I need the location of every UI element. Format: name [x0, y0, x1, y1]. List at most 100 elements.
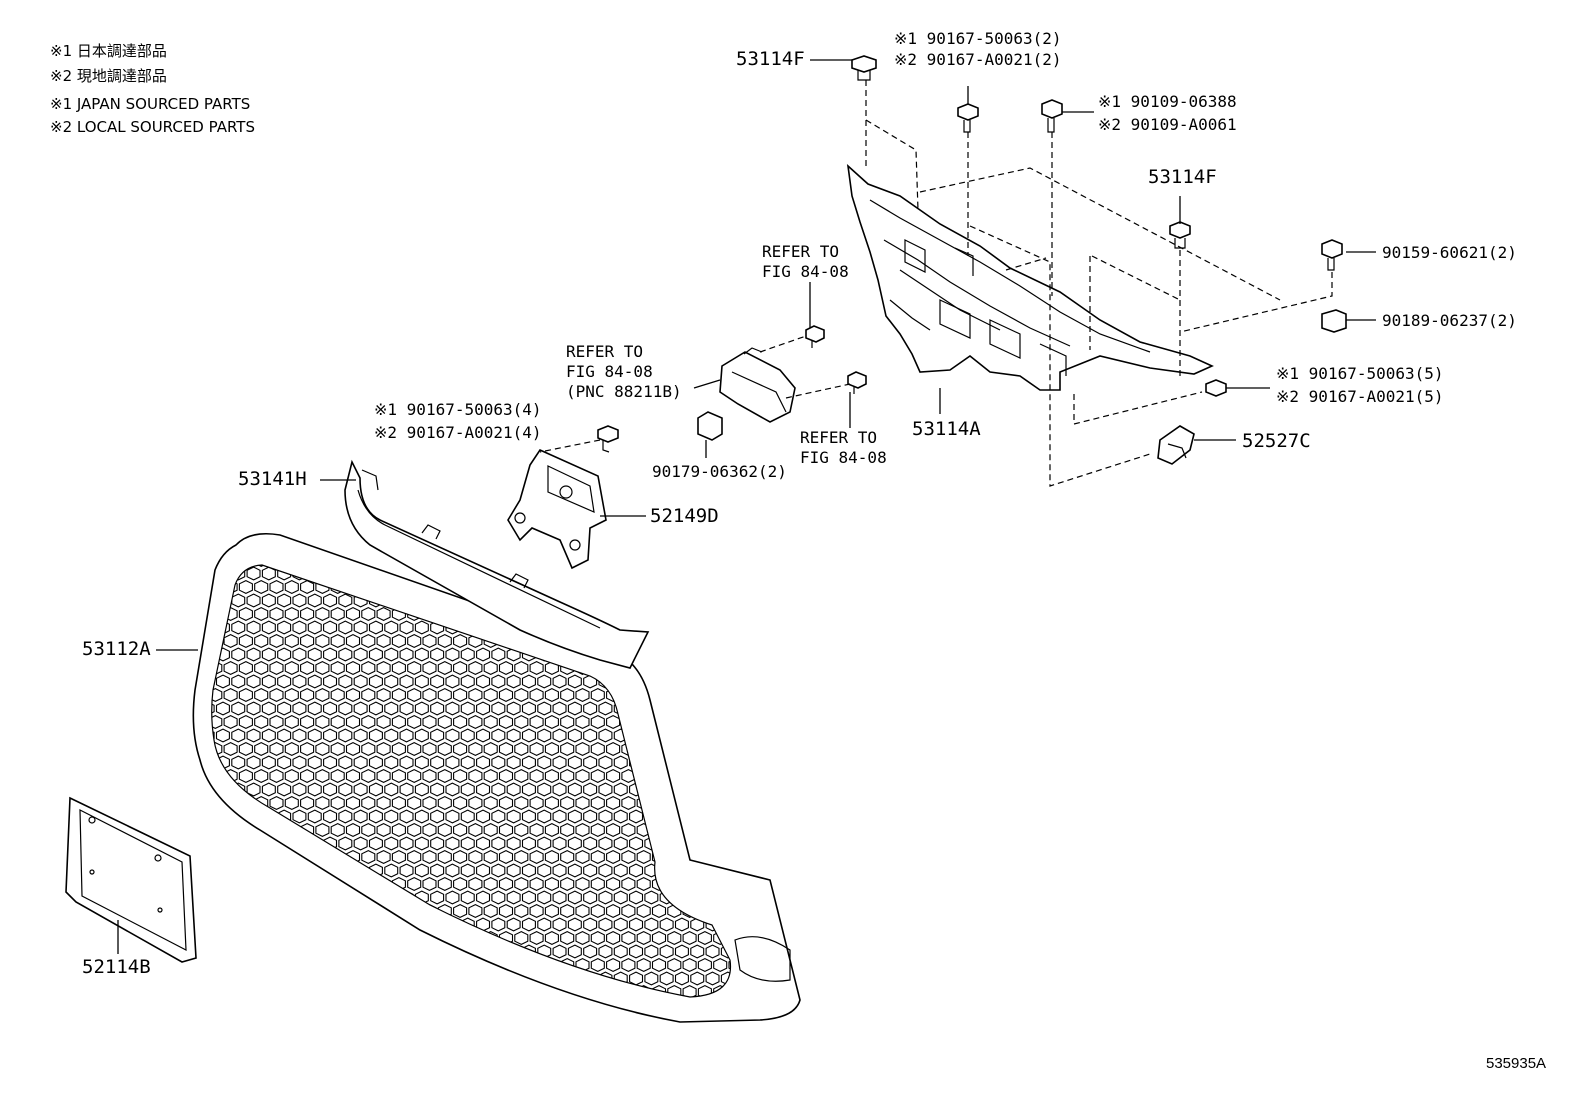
part-label-90167-A0021-5[interactable]: ※2 90167-A0021(5) [1276, 387, 1444, 406]
mesh-cell [330, 984, 345, 997]
part-label-90109-A0061[interactable]: ※2 90109-A0061 [1098, 115, 1237, 134]
mesh-cell [506, 701, 521, 716]
part-label-90167-50063-2[interactable]: ※1 90167-50063(2) [894, 29, 1062, 48]
part-label-90167-A0021-4[interactable]: ※2 90167-A0021(4) [374, 423, 542, 442]
mesh-cell [269, 849, 284, 865]
mesh-cell [705, 593, 720, 608]
mesh-cell [315, 633, 330, 649]
mesh-cell [705, 566, 720, 581]
mesh-cell [514, 768, 529, 784]
mesh-cell [445, 782, 460, 797]
mesh-cell [437, 741, 452, 757]
mesh-cell [338, 755, 353, 770]
part-label-90109-06388[interactable]: ※1 90109-06388 [1098, 92, 1237, 111]
mesh-cell [345, 822, 361, 838]
part-label-53114F-right[interactable]: 53114F [1148, 166, 1217, 188]
mesh-cell [315, 984, 330, 997]
mesh-cell [384, 647, 399, 662]
mesh-cell [521, 782, 536, 797]
part-label-52149D[interactable]: 52149D [650, 505, 719, 527]
part-label-53114F-top[interactable]: 53114F [736, 48, 805, 70]
mesh-cell [667, 984, 682, 997]
mesh-cell [201, 999, 214, 1012]
mesh-cell [368, 971, 383, 986]
mesh-cell [560, 579, 575, 595]
mesh-cell [514, 822, 529, 838]
mesh-cell [211, 944, 215, 959]
mesh-cell [223, 876, 238, 892]
mesh-cell [583, 809, 598, 824]
mesh-cell [338, 944, 353, 959]
part-label-90189-06237[interactable]: 90189-06237(2) [1382, 311, 1517, 330]
mesh-cell [606, 930, 621, 946]
mesh-cell [629, 917, 644, 932]
mesh-cell [292, 809, 307, 824]
mesh-cell [521, 890, 536, 905]
mesh-cell [315, 687, 330, 703]
mesh-cell [376, 687, 391, 703]
mesh-cell [211, 863, 215, 878]
part-label-90167-50063-5[interactable]: ※1 90167-50063(5) [1276, 364, 1444, 383]
mesh-cell [353, 620, 368, 635]
mesh-cell [552, 674, 567, 689]
mesh-cell [728, 768, 731, 784]
mesh-cell [567, 701, 582, 716]
mesh-cell [414, 674, 429, 689]
mesh-cell [345, 957, 361, 973]
mesh-cell [690, 566, 705, 581]
mesh-cell [544, 795, 559, 811]
mesh-cell [338, 647, 353, 662]
mesh-cell [422, 984, 437, 997]
refer-note-1[interactable]: REFER TO FIG 84-08 [762, 242, 849, 282]
mesh-cell [353, 728, 368, 743]
mesh-cell [560, 714, 575, 730]
part-label-52114B[interactable]: 52114B [82, 956, 151, 978]
mesh-cell [575, 795, 590, 811]
mesh-cell [613, 890, 628, 905]
mesh-cell [345, 984, 361, 997]
part-label-53114A[interactable]: 53114A [912, 418, 981, 440]
mesh-cell [284, 606, 299, 622]
mesh-cell [338, 674, 353, 689]
mesh-cell [682, 687, 697, 703]
mesh-cell [537, 836, 552, 851]
part-label-90179-06362[interactable]: 90179-06362(2) [652, 462, 787, 481]
mesh-cell [636, 579, 651, 595]
part-label-90167-A0021-2[interactable]: ※2 90167-A0021(2) [894, 50, 1062, 69]
mesh-cell [590, 876, 605, 892]
mesh-cell [506, 674, 521, 689]
refer-note-3[interactable]: REFER TO FIG 84-08 [800, 428, 887, 468]
mesh-cell [414, 863, 429, 878]
mesh-cell [674, 971, 689, 986]
mesh-cell [238, 984, 253, 997]
mesh-cell [697, 795, 712, 811]
mesh-cell [231, 863, 246, 878]
mesh-cell [713, 565, 728, 568]
mesh-cell [544, 876, 559, 892]
part-label-52527C[interactable]: 52527C [1242, 430, 1311, 452]
part-label-53141H[interactable]: 53141H [238, 468, 307, 490]
mesh-cell [391, 633, 406, 649]
mesh-cell [414, 782, 429, 797]
mesh-cell [552, 782, 567, 797]
mesh-cell [636, 606, 651, 622]
part-label-90167-50063-4[interactable]: ※1 90167-50063(4) [374, 400, 542, 419]
mesh-cell [361, 849, 376, 865]
mesh-cell [231, 971, 246, 986]
refer-note-2[interactable]: REFER TO FIG 84-08 (PNC 88211B) [566, 342, 682, 402]
mesh-cell [238, 768, 253, 784]
mesh-cell [728, 687, 731, 703]
mesh-cell [323, 917, 338, 932]
mesh-cell [713, 633, 728, 649]
mesh-cell [254, 687, 269, 703]
mesh-cell [682, 984, 697, 997]
mesh-cell [468, 660, 483, 676]
mesh-cell [713, 849, 728, 865]
mesh-cell [621, 903, 636, 919]
nut-90189 [1321, 309, 1347, 333]
part-label-53112A[interactable]: 53112A [82, 638, 151, 660]
mesh-cell [238, 606, 253, 622]
mesh-cell [194, 581, 207, 594]
mesh-cell [315, 822, 330, 838]
part-label-90159-60621[interactable]: 90159-60621(2) [1382, 243, 1517, 262]
